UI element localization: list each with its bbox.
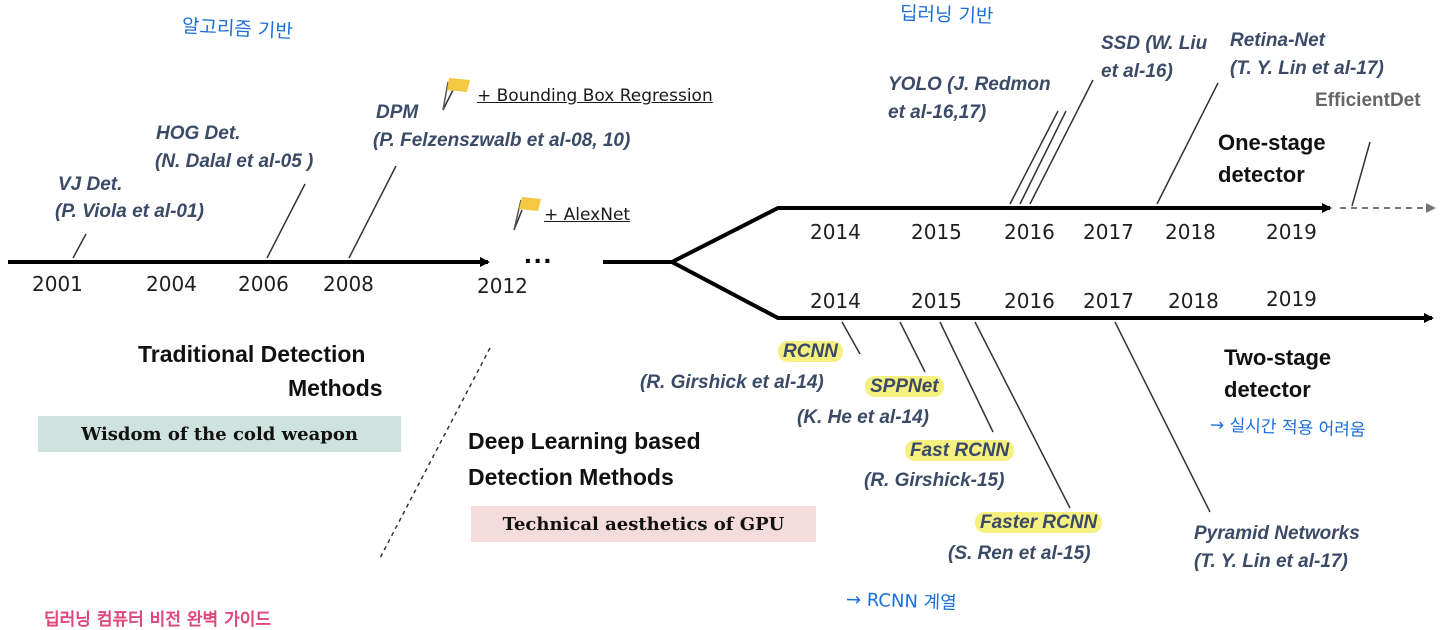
two-stage-label-line1: Two-stage: [1224, 345, 1332, 370]
fast-rcnn-citation: (R. Girshick-15): [864, 470, 1005, 491]
hog-detector-name: HOG Det.: [156, 123, 241, 144]
hog-detector-citation: (N. Dalal et al-05 ): [155, 151, 314, 172]
flag-icon: [442, 78, 470, 111]
one-stage-label-line2: detector: [1218, 162, 1305, 187]
fast-rcnn-label: Fast RCNN: [905, 440, 1015, 461]
traditional-heading-line1: Traditional Detection: [138, 341, 366, 367]
timeline-ellipsis: ...: [524, 238, 554, 269]
fast-rcnn-highlight: Fast RCNN: [905, 440, 1015, 462]
retina-label-line1: Retina-Net: [1230, 30, 1326, 51]
year-label: 2014: [810, 220, 861, 244]
faster-rcnn-highlight: Faster RCNN: [975, 512, 1103, 534]
year-label: 2019: [1266, 220, 1317, 244]
deep-heading-line1: Deep Learning based: [468, 428, 701, 454]
year-label: 2015: [911, 220, 962, 244]
flag-icon: [513, 197, 541, 231]
deep-heading-line2: Detection Methods: [468, 464, 674, 490]
traditional-box-label: Wisdom of the cold weapon: [81, 423, 358, 445]
ssd-label-line1: SSD (W. Liu: [1101, 33, 1208, 54]
rcnn-label: RCNN: [778, 341, 843, 362]
two-stage-label-line2: detector: [1224, 377, 1311, 402]
traditional-heading-line2: Methods: [288, 375, 383, 401]
year-label: 2016: [1004, 289, 1055, 313]
year-label: 2018: [1168, 289, 1219, 313]
fpn-label-line2: (T. Y. Lin et al-17): [1194, 551, 1348, 572]
sppnet-citation: (K. He et al-14): [797, 407, 929, 428]
deep-box-label: Technical aesthetics of GPU: [502, 513, 785, 535]
vj-detector-citation: (P. Viola et al-01): [55, 201, 204, 222]
yolo-label-line1: YOLO (J. Redmon: [888, 74, 1051, 95]
deep-box: Technical aesthetics of GPU: [471, 506, 816, 542]
year-label: 2008: [323, 272, 374, 296]
retina-label-line2: (T. Y. Lin et al-17): [1230, 58, 1384, 79]
year-label: 2019: [1266, 287, 1317, 311]
year-label: 2001: [32, 272, 83, 296]
yolo-label-line2: et al-16,17): [888, 102, 987, 123]
year-label: 2014: [810, 289, 861, 313]
one-stage-label-line1: One-stage: [1218, 130, 1326, 155]
one-stage-fork: [671, 203, 1332, 264]
year-label: 2017: [1083, 289, 1134, 313]
rcnn-highlight: RCNN: [778, 341, 843, 363]
year-label: 2017: [1083, 220, 1134, 244]
two-stage-fork: [671, 260, 1434, 323]
year-label: 2012: [477, 274, 528, 298]
handwritten-deeplearning-note: 딥러닝 기반: [899, 2, 994, 28]
sppnet-label: SPPNet: [865, 376, 944, 397]
fpn-label-line1: Pyramid Networks: [1194, 523, 1360, 544]
year-label: 2018: [1165, 220, 1216, 244]
dpm-detector-name: DPM: [376, 102, 419, 123]
ssd-label-line2: et al-16): [1101, 61, 1173, 82]
year-label: 2015: [911, 289, 962, 313]
year-label: 2006: [238, 272, 289, 296]
sppnet-highlight: SPPNet: [865, 376, 944, 398]
efficientdet-label: EfficientDet: [1315, 90, 1421, 111]
alexnet-note: + AlexNet: [544, 205, 631, 225]
traditional-box: Wisdom of the cold weapon: [38, 416, 401, 452]
dpm-detector-citation: (P. Felzenszwalb et al-08, 10): [373, 130, 631, 151]
pointer-lines: [72, 79, 1371, 513]
rcnn-citation: (R. Girshick et al-14): [640, 372, 824, 393]
year-label: 2004: [146, 272, 197, 296]
year-label: 2016: [1004, 220, 1055, 244]
bounding-box-regression-note: + Bounding Box Regression: [477, 86, 713, 106]
handwritten-rcnn-family-note: → RCNN 계열: [845, 589, 958, 614]
faster-rcnn-label: Faster RCNN: [975, 512, 1103, 533]
handwritten-algorithm-note: 알고리즘 기반: [181, 15, 294, 43]
footer-caption: 딥러닝 컴퓨터 비전 완벽 가이드: [44, 610, 271, 630]
faster-rcnn-citation: (S. Ren et al-15): [948, 543, 1091, 564]
vj-detector-name: VJ Det.: [58, 174, 123, 195]
